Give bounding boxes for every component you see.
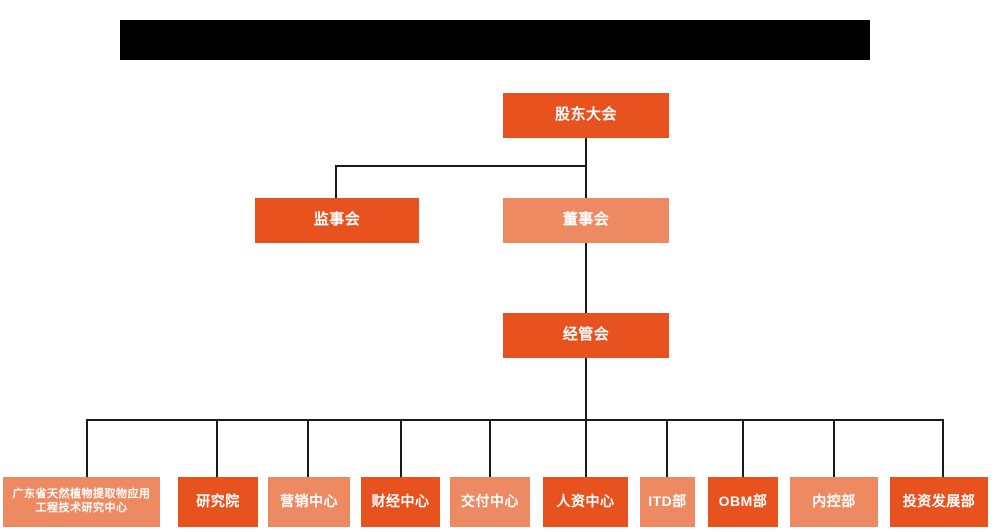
connector-to-dept-3 bbox=[307, 419, 309, 477]
connector-shareholders-down bbox=[585, 138, 587, 165]
node-dept-obm[interactable]: OBM部 bbox=[708, 477, 778, 527]
connector-to-dept-4 bbox=[400, 419, 402, 477]
connector-to-dept-10 bbox=[942, 419, 944, 477]
connector-to-dept-1 bbox=[86, 419, 88, 477]
node-dept-internal-control[interactable]: 内控部 bbox=[790, 477, 878, 527]
node-dept-research-institute[interactable]: 研究院 bbox=[178, 477, 258, 527]
node-dept-investment-development[interactable]: 投资发展部 bbox=[890, 477, 988, 527]
node-shareholders-meeting[interactable]: 股东大会 bbox=[503, 93, 669, 138]
connector-level1-bus bbox=[335, 165, 587, 167]
node-dept-hr-center[interactable]: 人资中心 bbox=[543, 477, 628, 527]
node-board-of-directors[interactable]: 董事会 bbox=[503, 198, 669, 243]
title-banner bbox=[120, 20, 870, 60]
connector-to-supervisors bbox=[335, 165, 337, 198]
node-management-committee[interactable]: 经管会 bbox=[503, 313, 669, 358]
node-dept-itd[interactable]: ITD部 bbox=[640, 477, 695, 527]
connector-to-dept-6 bbox=[585, 419, 587, 477]
connector-to-directors bbox=[585, 165, 587, 198]
connector-to-dept-8 bbox=[742, 419, 744, 477]
node-dept-delivery-center[interactable]: 交付中心 bbox=[450, 477, 530, 527]
node-board-of-supervisors[interactable]: 监事会 bbox=[255, 198, 419, 243]
connector-to-dept-9 bbox=[833, 419, 835, 477]
connector-to-dept-2 bbox=[216, 419, 218, 477]
node-dept-guangdong-research-center[interactable]: 广东省天然植物提取物应用工程技术研究中心 bbox=[3, 477, 160, 527]
connector-to-dept-5 bbox=[489, 419, 491, 477]
node-dept-finance-center[interactable]: 财经中心 bbox=[361, 477, 440, 527]
connector-department-bus bbox=[86, 419, 944, 421]
connector-directors-to-management bbox=[585, 243, 587, 313]
connector-management-down bbox=[585, 358, 587, 420]
connector-to-dept-7 bbox=[666, 419, 668, 477]
node-dept-marketing-center[interactable]: 营销中心 bbox=[268, 477, 350, 527]
